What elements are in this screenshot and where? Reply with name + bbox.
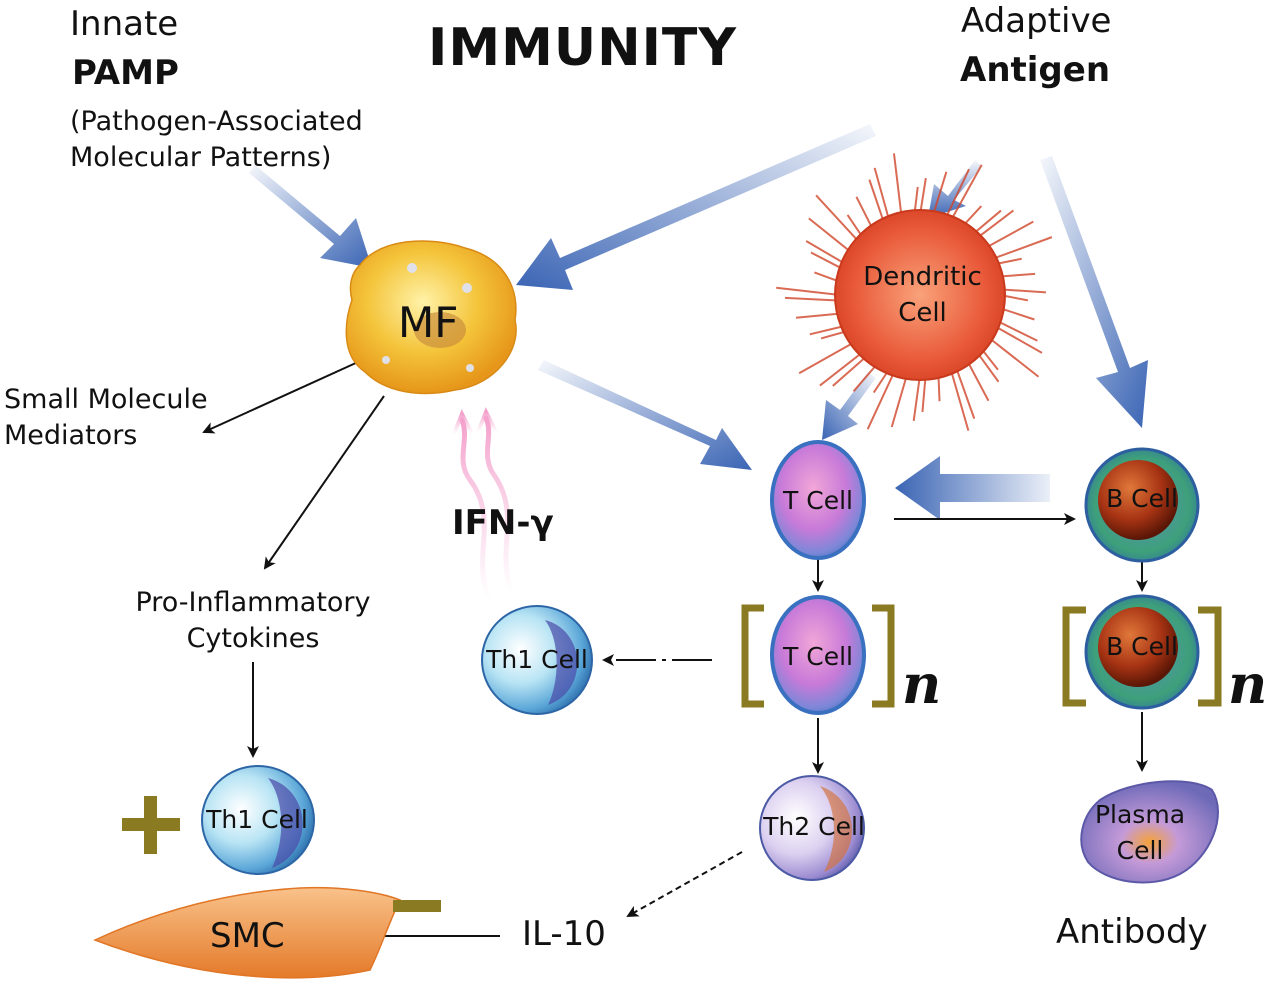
b-cell-to-t-cell-arrow (895, 456, 1050, 520)
b-cell-label: B Cell (1106, 484, 1178, 513)
t-cell-label: T Cell (783, 486, 853, 515)
th1-cell-left-shape (201, 765, 315, 875)
pro-inflammatory-label-line2: Cytokines (186, 623, 320, 654)
minus-sign-icon (393, 900, 441, 912)
macrophage-cell (345, 240, 517, 395)
th1-cell-left-label: Th1 Cell (206, 805, 308, 834)
b-cell-n-shape (1084, 594, 1200, 710)
b-cell-brackets (1062, 606, 1222, 707)
antibody-label: Antibody (1056, 912, 1208, 952)
b-cell-shape (1084, 447, 1200, 563)
b-cell-n-label: B Cell (1106, 632, 1178, 661)
antigen-to-dendritic-arrow (928, 160, 982, 218)
pamp-heading: PAMP (72, 53, 179, 93)
mf-to-cytokines-arrow (263, 395, 385, 570)
t-cell-n-shape (770, 595, 866, 715)
th1-cell-middle-shape (481, 605, 593, 715)
th2-cell-label: Th2 Cell (763, 812, 865, 841)
t-cell-brackets (741, 604, 895, 708)
antigen-heading: Antigen (960, 50, 1111, 90)
antigen-to-b-cell-arrow (1040, 156, 1148, 428)
dendritic-label-line1: Dendritic (863, 262, 982, 292)
ifn-gamma-arrows (452, 407, 515, 603)
plasma-cell-shape (1080, 780, 1219, 884)
il10-label: IL-10 (522, 914, 606, 954)
th2-to-il10-arrow (626, 851, 743, 917)
mf-to-t-cell-arrow (538, 360, 752, 470)
thin-arrows (202, 361, 1148, 942)
dendritic-to-t-cell-arrow (822, 372, 876, 440)
small-molecule-label-line2: Mediators (4, 420, 138, 451)
plus-sign-icon (122, 796, 180, 854)
dendritic-cell (776, 153, 1053, 431)
pamp-description-line2: Molecular Patterns) (70, 142, 332, 173)
small-molecule-label-line1: Small Molecule (4, 384, 208, 415)
t-cell-shape (770, 440, 866, 560)
t-cell-n-multiplier: n (902, 652, 942, 716)
diagram-title: IMMUNITY (428, 18, 738, 78)
pro-inflammatory-label-line1: Pro-Inflammatory (135, 587, 371, 618)
plasma-cell-label-line1: Plasma (1094, 800, 1186, 829)
plasma-cell-label-line2: Cell (1116, 836, 1164, 865)
smc-label: SMC (210, 916, 285, 956)
adaptive-heading: Adaptive (961, 1, 1112, 41)
ifn-gamma-label: IFN-γ (452, 503, 554, 543)
pamp-to-mf-arrow (249, 165, 372, 268)
th1-cell-middle-label: Th1 Cell (486, 645, 588, 674)
th2-cell-shape (759, 775, 865, 881)
mf-label: MF (398, 298, 459, 347)
t-cell-n-label: T Cell (783, 642, 853, 671)
pamp-description-line1: (Pathogen-Associated (70, 106, 363, 137)
dendritic-label-line2: Cell (898, 298, 947, 328)
mf-to-small-molecule-arrow (202, 361, 359, 434)
innate-heading: Innate (70, 4, 179, 44)
b-cell-n-multiplier: n (1228, 652, 1268, 716)
antigen-to-mf-arrow (516, 124, 876, 290)
